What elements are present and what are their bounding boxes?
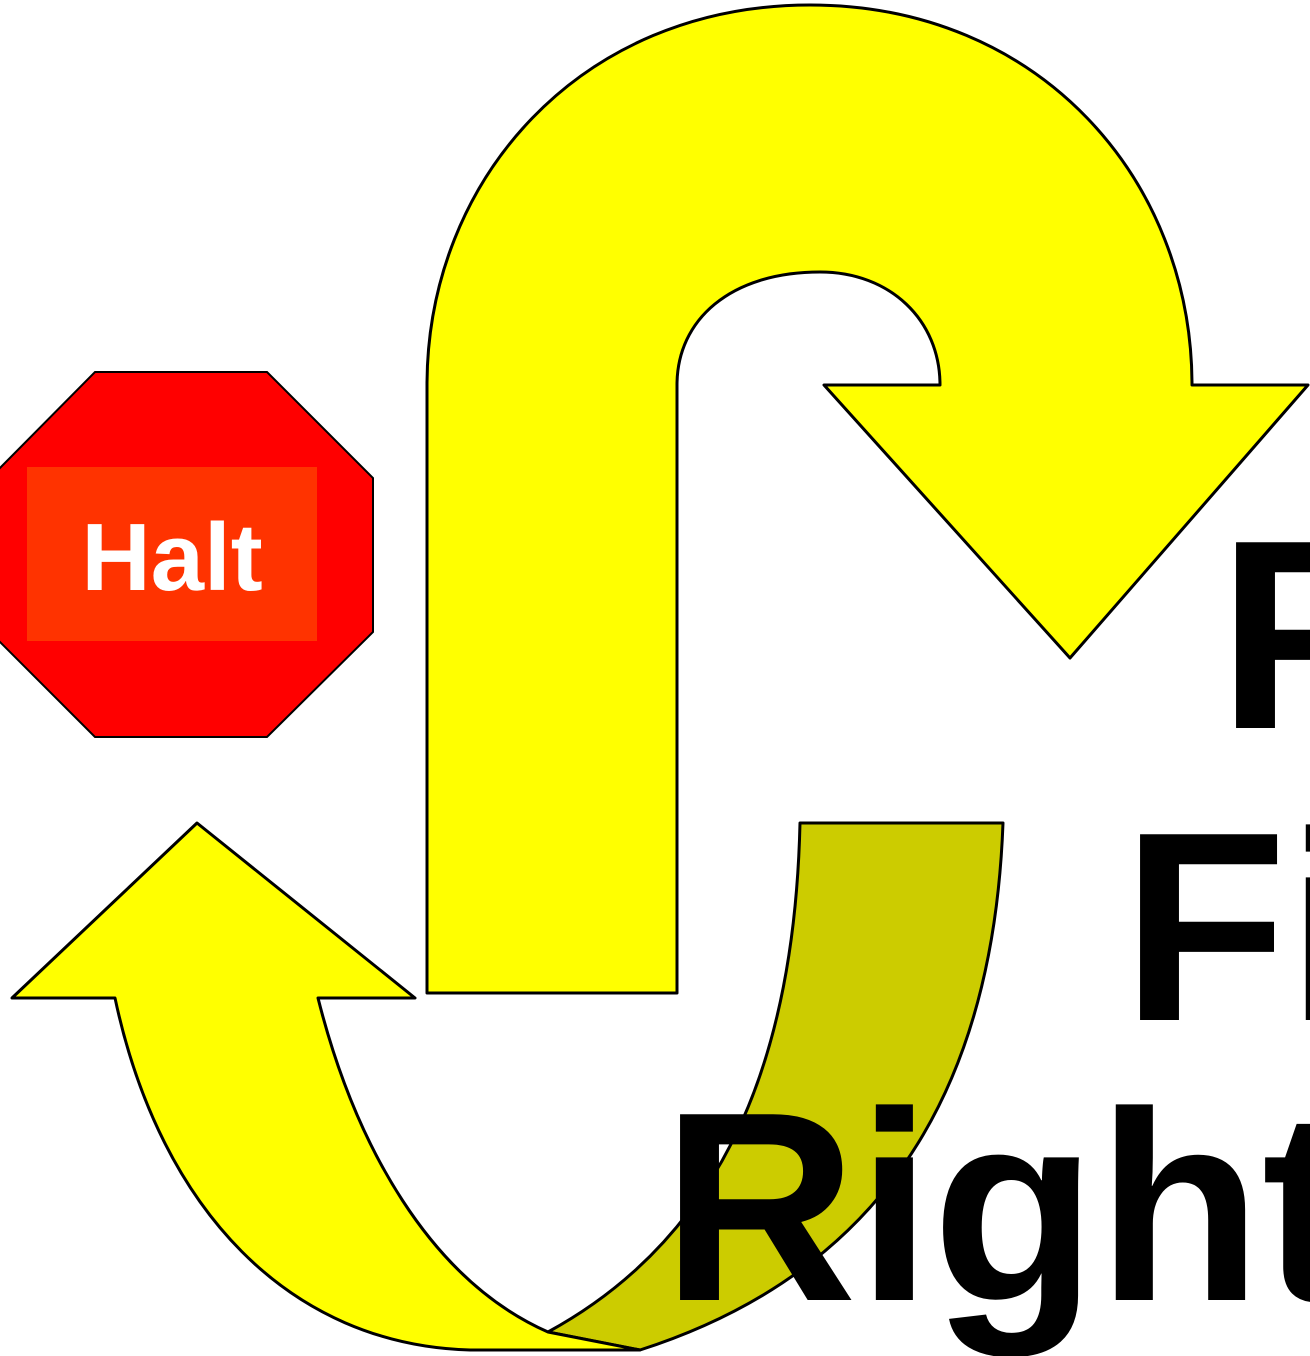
- word-line-3: Right: [662, 1057, 1310, 1356]
- stop-sign: Halt: [0, 372, 373, 737]
- stop-sign-label: Halt: [81, 504, 262, 611]
- word-line-2: Fi: [1122, 777, 1310, 1078]
- word-line-1: F: [1218, 485, 1310, 786]
